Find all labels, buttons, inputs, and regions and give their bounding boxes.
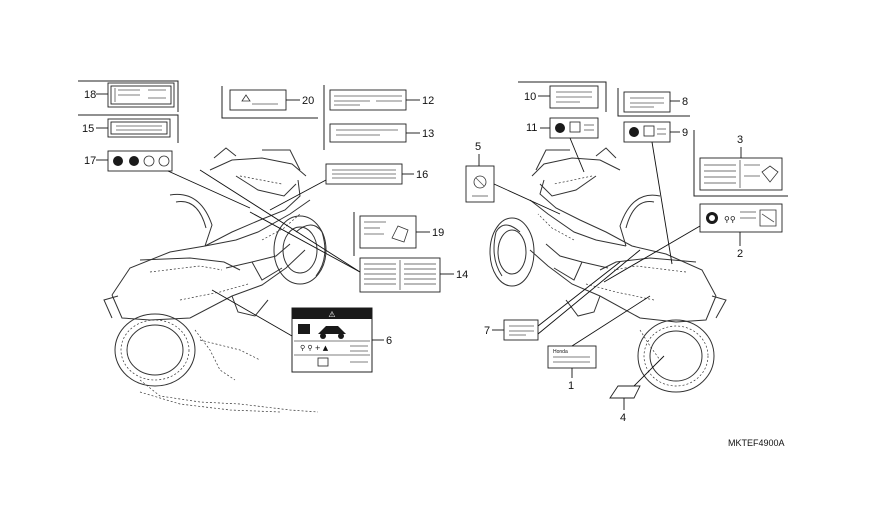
callout-18: 18 — [84, 89, 96, 101]
label-7-group: 7 — [484, 249, 641, 341]
label-15-group: 15 — [78, 114, 179, 143]
label-13-group: 13 — [323, 118, 434, 150]
svg-text:⚲⚲: ⚲⚲ — [724, 215, 736, 224]
label-12-group: 12 — [323, 85, 434, 118]
callout-16: 16 — [416, 169, 428, 181]
callout-2: 2 — [737, 248, 743, 260]
callout-19: 19 — [432, 227, 444, 239]
right-scooter-drawing — [489, 147, 727, 393]
label-8-group: 8 — [617, 88, 690, 117]
label-1-group: Honda 1 — [547, 295, 651, 392]
label-4-group: 4 — [609, 355, 665, 424]
callout-8: 8 — [682, 96, 688, 108]
callout-12: 12 — [422, 95, 434, 107]
left-scooter-drawing — [103, 147, 327, 413]
label-11-group: 11 — [526, 117, 599, 173]
label-14-group: 14 — [199, 169, 468, 293]
label-19-group: 19 — [353, 212, 444, 256]
callout-14: 14 — [456, 269, 468, 281]
label-16-group: 16 — [269, 163, 428, 211]
callout-15: 15 — [82, 123, 94, 135]
callout-7: 7 — [484, 325, 490, 337]
label-1-header: Honda — [553, 349, 568, 355]
callout-17: 17 — [84, 155, 96, 167]
label-5-group: 5 — [465, 141, 561, 215]
callout-4: 4 — [620, 412, 626, 424]
warning-icon: ⚠ — [328, 310, 335, 319]
callout-11: 11 — [526, 122, 537, 134]
callout-5: 5 — [475, 141, 481, 153]
label-3-group: 3 — [693, 130, 788, 197]
label-9-group: 9 — [623, 121, 688, 265]
label-10-group: 10 — [518, 81, 607, 112]
diagram-code: MKTEF4900A — [728, 438, 785, 448]
callout-13: 13 — [422, 128, 434, 140]
label-6-group: ⚠ ⚲ ⚲ + ▲ 6 — [211, 289, 392, 373]
callout-6: 6 — [386, 335, 392, 347]
callout-3: 3 — [737, 134, 743, 146]
label-20-group: 20 — [221, 86, 318, 119]
label-17-group: 17 — [84, 150, 251, 209]
callout-1: 1 — [568, 380, 574, 392]
label-2-group: ⚲⚲ 2 — [603, 203, 783, 283]
svg-text:⚲ ⚲ + ▲: ⚲ ⚲ + ▲ — [300, 344, 329, 352]
callout-10: 10 — [524, 91, 536, 103]
callout-9: 9 — [682, 127, 688, 139]
label-18-group: 18 — [78, 80, 179, 112]
callout-20: 20 — [302, 95, 314, 107]
